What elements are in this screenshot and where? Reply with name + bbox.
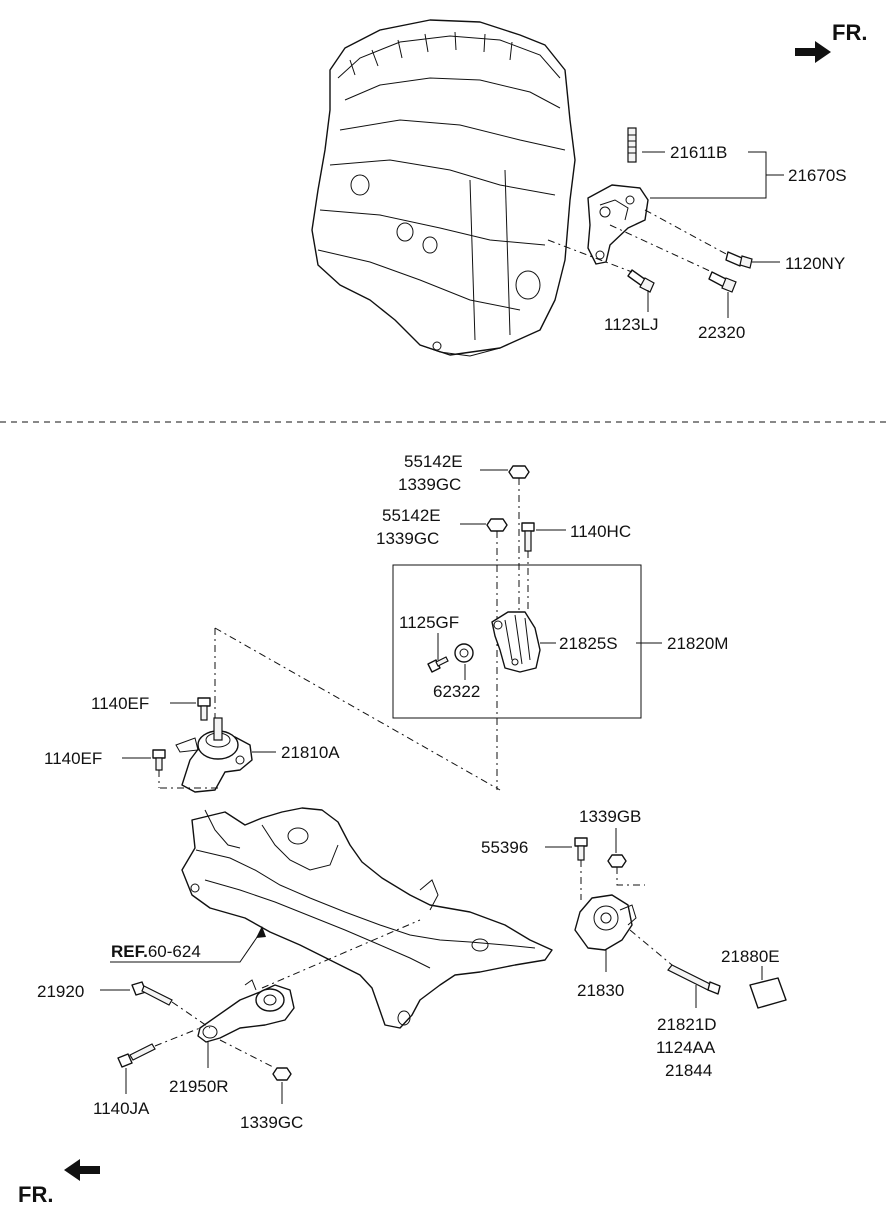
label-21950r: 21950R [169,1077,229,1096]
label-62322: 62322 [433,682,480,701]
bolt-21821d-icon [667,964,721,995]
label-21825s: 21825S [559,634,618,653]
fr-label-bottom: FR. [18,1182,53,1207]
engine-mount-bracket-21670s [587,127,649,265]
transmission-mount-21830 [574,894,637,951]
bolt-1120ny-icon [725,251,753,269]
label-21844: 21844 [665,1061,712,1080]
subframe-crossmember [181,807,553,1029]
label-21611b: 21611B [670,143,727,162]
group-box-21820m [392,564,642,719]
label-21920: 21920 [37,982,84,1001]
bolt-21920-icon [131,981,173,1006]
label-1140hc: 1140HC [570,522,631,541]
label-1339gc-bottom: 1339GC [240,1113,303,1132]
nut-55142e-mid-icon [486,518,508,532]
nut-55142e-top-icon [508,465,530,479]
fr-arrow-top-icon [795,41,831,63]
label-1140ef-lower: 1140EF [44,749,102,768]
label-21810a: 21810A [281,743,340,762]
bolt-1140hc-icon [521,522,535,552]
cover-21880e-icon [749,977,787,1009]
ref-arrow-icon [256,926,266,938]
bolt-1140ja-icon [117,1043,156,1068]
bolt-1140ef-upper-icon [197,697,211,721]
roll-rod-21950r [197,979,295,1043]
label-1339gc-mid: 1339GC [376,529,439,548]
fr-label-top: FR. [832,20,867,45]
label-22320: 22320 [698,323,745,342]
label-21820m: 21820M [667,634,728,653]
label-55396: 55396 [481,838,528,857]
engine-block [311,19,576,357]
label-21830: 21830 [577,981,624,1000]
bolt-1123lj-icon [627,269,655,293]
nut-1339gb-icon [607,854,627,868]
ref-label: REF.60-624 [111,942,201,961]
label-21880e: 21880E [721,947,780,966]
label-1125gf: 1125GF [399,613,459,632]
label-21670s: 21670S [788,166,847,185]
label-1339gc-top: 1339GC [398,475,461,494]
label-1140ef-upper: 1140EF [91,694,149,713]
bolt-55396-icon [574,837,588,861]
fr-arrow-bottom-icon [64,1159,100,1181]
bolt-1125gf-icon [427,656,449,673]
bushing-62322-icon [454,643,474,663]
bolt-1140ef-lower-icon [152,749,166,771]
engine-mount-21810a [175,717,253,793]
label-55142e-top: 55142E [404,452,463,471]
nut-1339gc-bottom-icon [272,1067,292,1081]
label-1123lj: 1123LJ [604,315,659,334]
bracket-21825s [491,611,541,673]
label-21821d: 21821D [657,1015,717,1034]
bolt-22320-icon [708,271,737,293]
label-1124aa: 1124AA [656,1038,716,1057]
label-55142e-mid: 55142E [382,506,441,525]
label-1120ny: 1120NY [785,254,845,273]
label-1339gb: 1339GB [579,807,641,826]
label-1140ja: 1140JA [93,1099,150,1118]
